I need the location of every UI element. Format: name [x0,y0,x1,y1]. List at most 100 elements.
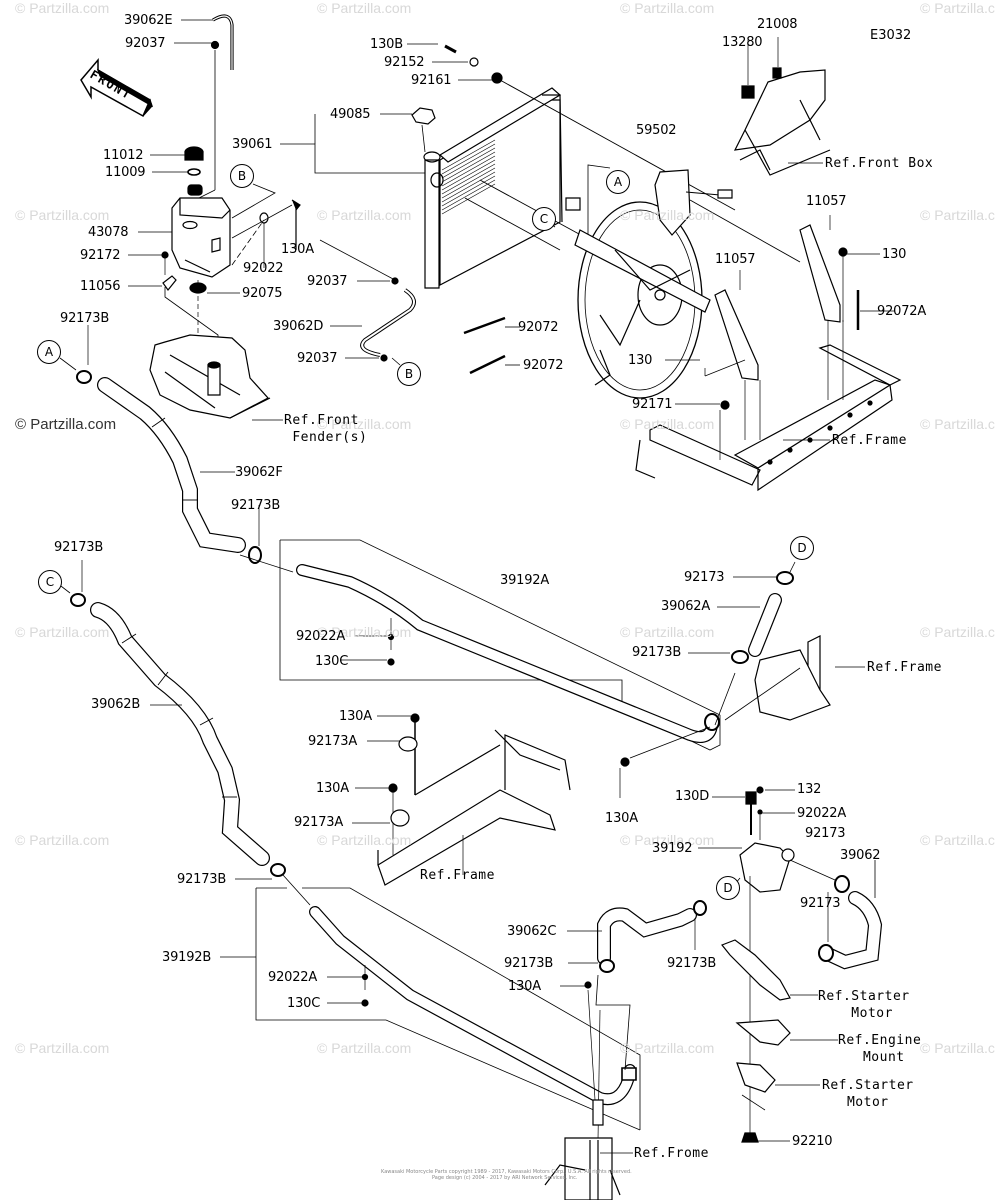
part-label-92173B[interactable]: 92173B [504,956,554,971]
part-label-92037[interactable]: 92037 [297,351,338,366]
part-label-92072A[interactable]: 92072A [877,304,927,319]
part-label-130A[interactable]: 130A [281,242,314,257]
callout-a[interactable]: A [37,340,61,364]
hose-39062C [596,901,706,1070]
part-label-13280[interactable]: 13280 [722,35,763,50]
watermark: © Partzilla.com [920,624,995,640]
watermark: © Partzilla.com [15,207,110,223]
part-label-92173A[interactable]: 92173A [294,815,344,830]
part-label-39062[interactable]: 39062 [840,848,881,863]
part-label-92072[interactable]: 92072 [518,320,559,335]
part-label-39062D[interactable]: 39062D [273,319,324,334]
part-label-130[interactable]: 130 [882,247,907,262]
part-label-92173[interactable]: 92173 [805,826,846,841]
part-label-92022A[interactable]: 92022A [296,629,346,644]
part-label-92173[interactable]: 92173 [800,896,841,911]
copyright-line: Kawasaki Motorcycle Parts copyright 1989… [381,1169,632,1175]
watermark: © Partzilla.com [620,832,715,848]
part-label-43078[interactable]: 43078 [88,225,129,240]
callout-c[interactable]: C [532,207,556,231]
part-label-130A[interactable]: 130A [508,979,541,994]
part-label-92173B[interactable]: 92173B [177,872,227,887]
part-label-11012[interactable]: 11012 [103,148,144,163]
part-label-92152[interactable]: 92152 [384,55,425,70]
part-label-92173B[interactable]: 92173B [667,956,717,971]
watermark: © Partzilla.com [317,832,412,848]
part-label-92172[interactable]: 92172 [80,248,121,263]
part-label-92173B[interactable]: 92173B [54,540,104,555]
part-label-11057[interactable]: 11057 [715,252,756,267]
part-label-11056[interactable]: 11056 [80,279,121,294]
part-label-39062F[interactable]: 39062F [235,465,283,480]
callout-a[interactable]: A [606,170,630,194]
part-label-92075[interactable]: 92075 [242,286,283,301]
part-label-130C[interactable]: 130C [315,654,349,669]
part-label-130B[interactable]: 130B [370,37,403,52]
callout-c[interactable]: C [38,570,62,594]
part-label-39062A[interactable]: 39062A [661,599,711,614]
part-label-39062C[interactable]: 39062C [507,924,557,939]
callout-d[interactable]: D [790,536,814,560]
part-label-92171[interactable]: 92171 [632,397,673,412]
part-label-49085[interactable]: 49085 [330,107,371,122]
part-label-21008[interactable]: 21008 [757,17,798,32]
part-label-39192A[interactable]: 39192A [500,573,550,588]
part-label-39192B[interactable]: 39192B [162,950,212,965]
ref-front-fender: Ref.Front Fender(s) [284,413,368,445]
part-label-92173A[interactable]: 92173A [308,734,358,749]
hose-39062D [362,278,414,361]
part-label-92173B[interactable]: 92173B [60,311,110,326]
pipe-39192A [240,505,720,750]
part-label-92022A[interactable]: 92022A [268,970,318,985]
callout-b[interactable]: B [230,164,254,188]
part-label-11057[interactable]: 11057 [806,194,847,209]
callout-b[interactable]: B [397,362,421,386]
part-label-59502[interactable]: 59502 [636,123,677,138]
part-label-39062E[interactable]: 39062E [124,13,173,28]
watermark: © Partzilla.com [15,624,110,640]
watermark: © Partzilla.com [15,0,110,16]
part-label-130D[interactable]: 130D [675,789,710,804]
part-label-130[interactable]: 130 [628,353,653,368]
watermark: © Partzilla.com [317,1040,412,1056]
hose-39062A [715,562,795,725]
part-label-130A[interactable]: 130A [339,709,372,724]
pipe-39192B [256,875,640,1140]
frame-ref-bottom [545,1138,620,1200]
part-label-92037[interactable]: 92037 [125,36,166,51]
watermark: © Partzilla.com [920,0,995,16]
part-label-92037[interactable]: 92037 [307,274,348,289]
part-label-130A[interactable]: 130A [605,811,638,826]
watermark: © Partzilla.com [317,416,412,432]
clamp-92173B-A [77,325,91,383]
part-label-92072[interactable]: 92072 [523,358,564,373]
part-label-39061[interactable]: 39061 [232,137,273,152]
part-label-39062B[interactable]: 39062B [91,697,141,712]
part-label-92161[interactable]: 92161 [411,73,452,88]
ref-starter-motor: Ref.Starter Motor [822,1078,914,1110]
front-box-ref [735,37,830,175]
part-label-92173[interactable]: 92173 [684,570,725,585]
part-label-130A[interactable]: 130A [316,781,349,796]
part-label-11009[interactable]: 11009 [105,165,146,180]
watermark: © Partzilla.com [620,207,715,223]
part-label-130C[interactable]: 130C [287,996,321,1011]
reservoir-tank-43078 [172,147,230,400]
part-label-39192[interactable]: 39192 [652,841,693,856]
leader-lines [128,20,895,1153]
part-label-92022[interactable]: 92022 [243,261,284,276]
part-label-92022A[interactable]: 92022A [797,806,847,821]
part-label-92210[interactable]: 92210 [792,1134,833,1149]
part-label-92173B[interactable]: 92173B [632,645,682,660]
part-label-132[interactable]: 132 [797,782,822,797]
watermark: © Partzilla.com [920,207,995,223]
frame-ref-mid [620,636,830,798]
ref-frame: Ref.Frame [867,660,942,675]
watermark: © Partzilla.com [15,1040,110,1056]
watermark: © Partzilla.com [317,0,412,16]
part-label-92173B[interactable]: 92173B [231,498,281,513]
callout-d[interactable]: D [716,876,740,900]
diagram-code: E3032 [870,28,912,43]
watermark: © Partzilla.com [15,832,110,848]
